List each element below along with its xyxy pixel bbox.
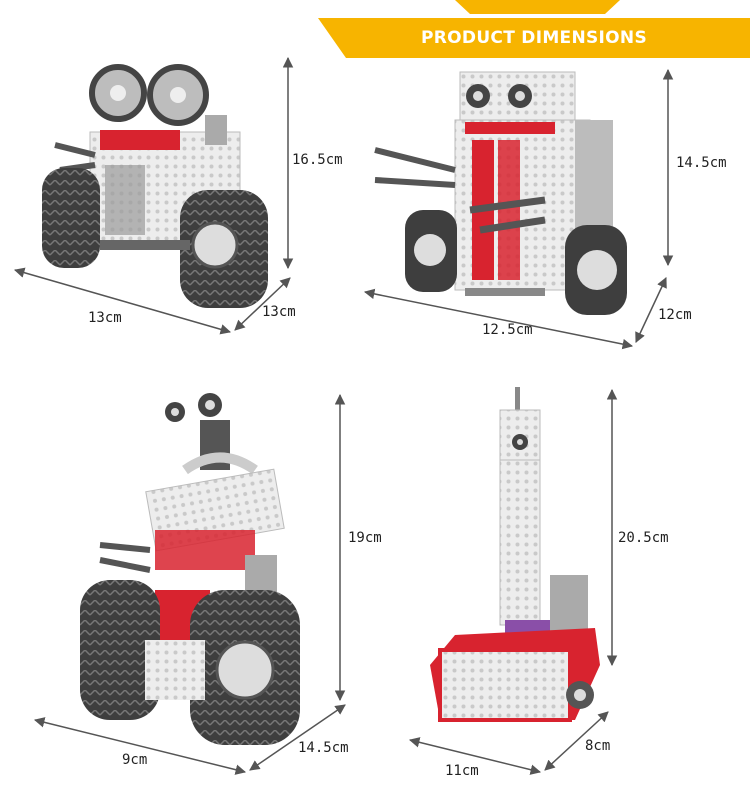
model-3-height-label: 19cm [348, 530, 382, 546]
dimension-arrows-2 [363, 68, 674, 350]
banner-top-strip [455, 0, 620, 14]
dimension-arrows-1 [13, 56, 294, 335]
robot-model-2 [374, 71, 627, 315]
dimension-arrows-4 [408, 388, 618, 775]
model-2-height-label: 14.5cm [676, 155, 727, 171]
model-3-width-label: 9cm [122, 752, 148, 768]
banner-background [318, 18, 750, 58]
model-2-depth-label: 12cm [658, 307, 692, 323]
model-1-height-label: 16.5cm [292, 152, 343, 168]
model-3-depth-label: 14.5cm [298, 740, 349, 756]
model-4-depth-label: 8cm [585, 738, 611, 754]
dimension-arrows-3 [33, 393, 346, 775]
model-2-width-label: 12.5cm [482, 322, 533, 338]
model-4-width-label: 11cm [445, 763, 479, 779]
model-4-height-label: 20.5cm [618, 530, 669, 546]
robot-model-4 [430, 387, 600, 722]
page-title: PRODUCT DIMENSIONS [421, 28, 647, 48]
robot-model-1 [42, 64, 268, 308]
model-1-depth-label: 13cm [262, 304, 296, 320]
robot-model-3 [80, 393, 300, 745]
model-1-width-label: 13cm [88, 310, 122, 326]
